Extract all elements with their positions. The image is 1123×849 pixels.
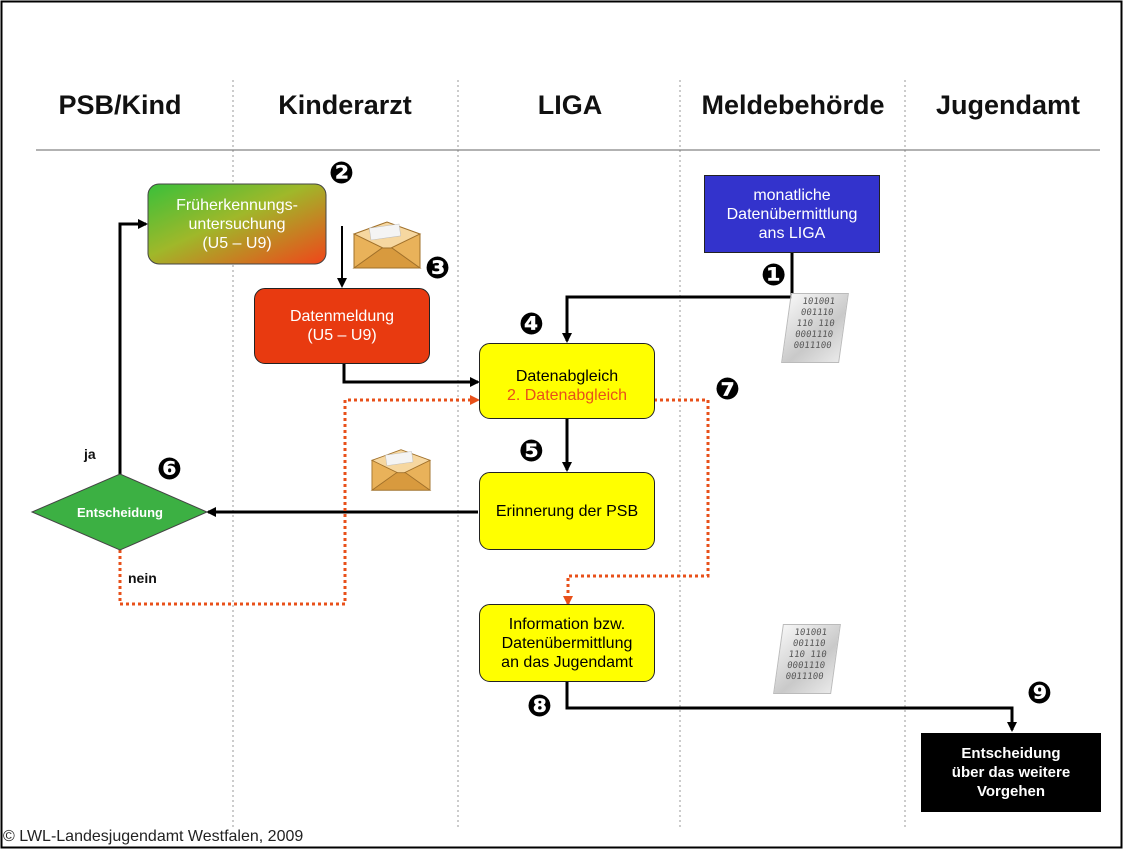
erinnerung-label: Erinnerung der PSB [495,502,639,520]
edge-ja [118,219,148,474]
column-header-meldebehoerde: Meldebehörde [701,90,885,120]
edge-meldung-to-abgleich [342,362,480,387]
datenabgleich-node: Datenabgleich 2. Datenabgleich [479,343,655,419]
step-number-6: ❻ [156,452,183,487]
step-number-3: ❸ [424,251,451,286]
step-number-2: ❷ [328,156,355,191]
monatlich-line-3: ans LIGA [758,224,826,242]
frueherkennung-line-2: untersuchung [188,215,286,233]
step-number-4: ❹ [518,307,545,342]
column-header-liga: LIGA [537,90,603,120]
binary-line: 0001110 [794,330,834,340]
binary-line: 0001110 [786,661,826,671]
monatlich-node: monatliche Datenübermittlung ans LIGA [704,175,880,253]
information-node: Information bzw. Datenübermittlung an da… [479,604,655,682]
frueherkennung-line-3: (U5 – U9) [202,234,272,252]
entscheidung-diamond [30,473,209,551]
edge-information-to-jugendamt [565,682,1017,732]
datenabgleich2-label: 2. Datenabgleich [506,387,628,404]
binary-line: 001110 [800,308,835,318]
frueherkennung-line-1: Früherkennungs- [176,196,298,214]
binary-data-icon: 101001 001110 110 110 0001110 0011100 [781,293,849,363]
edge-label-nein: nein [128,570,157,586]
column-header-psb-kind: PSB/Kind [58,90,182,120]
entscheidung-final-node: Entscheidung über das weitere Vorgehen [921,733,1101,812]
edge-melde-to-abgleich [562,252,794,343]
binary-line: 001110 [792,639,827,649]
entscheidung-final-line-2: über das weitere [951,764,1071,781]
entscheidung-label: Entscheidung [77,504,163,520]
entscheidung-final-line-1: Entscheidung [961,745,1061,762]
step-number-8: ❽ [526,689,553,724]
datenmeldung-line-2: (U5 – U9) [307,327,377,344]
datenabgleich-label: Datenabgleich [515,368,619,385]
erinnerung-node: Erinnerung der PSB [479,472,655,550]
envelope-icon [352,221,422,269]
monatlich-line-1: monatliche [753,186,831,204]
column-header-kinderarzt: Kinderarzt [278,90,412,120]
step-number-7: ❼ [714,372,741,407]
step-number-9: ❾ [1026,676,1053,711]
column-header-jugendamt: Jugendamt [935,90,1081,120]
entscheidung-final-line-3: Vorgehen [976,783,1046,800]
monatlich-line-2: Datenübermittlung [726,205,858,223]
datenmeldung-node: Datenmeldung (U5 – U9) [254,288,430,364]
binary-line: 101001 [793,628,828,638]
binary-line: 110 110 [795,319,836,329]
solid-edges [118,219,1017,732]
binary-line: 110 110 [787,650,828,660]
edge-abgleich2-to-information [563,398,710,606]
binary-data-icon: 101001 001110 110 110 0001110 0011100 [773,624,841,694]
datenmeldung-line-1: Datenmeldung [289,308,395,325]
binary-line: 0011100 [792,341,833,351]
footer-copyright: © LWL-Landesjugendamt Westfalen, 2009 [3,828,304,845]
information-line-2: Datenübermittlung [501,634,633,652]
binary-line: 0011100 [784,672,825,682]
envelope-icon [370,449,432,491]
information-line-1: Information bzw. [508,615,626,633]
edge-nein [118,395,480,606]
frueherkennung-box-bg [147,183,327,265]
step-number-1: ❶ [760,258,787,293]
binary-line: 101001 [801,297,836,307]
dotted-edges [118,395,710,606]
information-line-3: an das Jugendamt [501,653,633,671]
edge-label-ja: ja [84,446,96,462]
step-number-5: ❺ [518,434,545,469]
frueherkennung-node: Früherkennungs- untersuchung (U5 – U9) [148,184,326,264]
